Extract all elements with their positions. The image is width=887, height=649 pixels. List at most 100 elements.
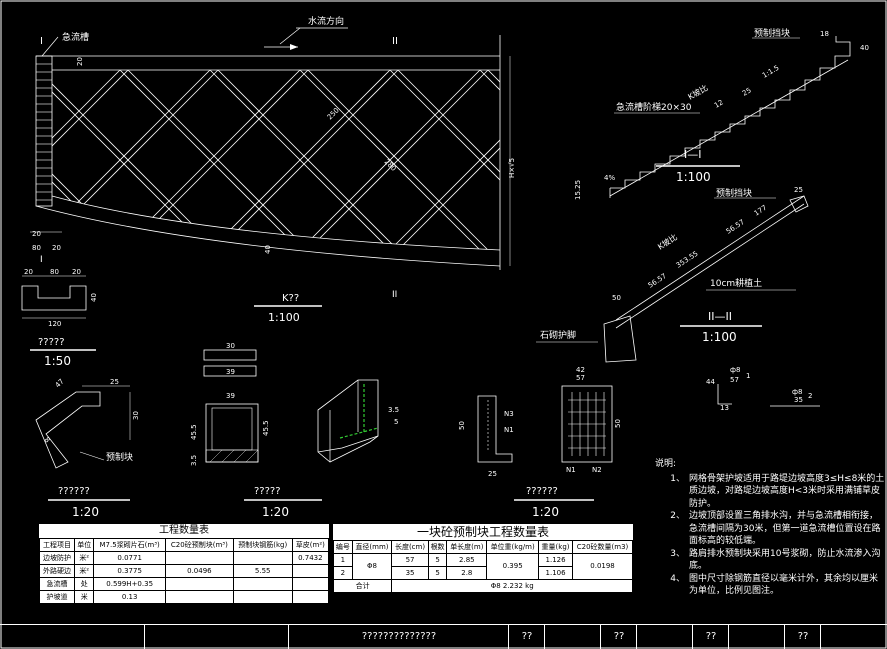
block-detail: 25 30 47 8 预制块 ?????? 1:20 [35, 377, 140, 519]
block-elevation: 30 39 45.5 39 3.5 45.5 ????? 1:20 [190, 342, 322, 519]
elev-dim-35: 3.5 [190, 455, 198, 466]
table-cell: 0.0496 [164, 564, 234, 578]
table-cell [291, 590, 330, 604]
note-item: 3、路肩排水预制块采用10号浆砌，防止水流渗入沟底。 [655, 548, 885, 573]
title-block-label: ?? [600, 625, 637, 649]
table-cell [232, 551, 293, 565]
title-block-cell [820, 625, 887, 649]
rebar-scale: 1:20 [532, 505, 559, 519]
rebar-n1: N1 [504, 426, 514, 434]
table-cell: 5.55 [232, 564, 293, 578]
section1-title: I—I [684, 148, 702, 161]
note-item: 4、图中尺寸除钢筋直径以毫米计外，其余均以厘米为单位，比例见图注。 [655, 573, 885, 598]
table-cell: 边坡防护 [38, 551, 76, 565]
table-header: 根数 [427, 540, 448, 554]
title-block-label: ?? [692, 625, 729, 649]
block-scale: 1:20 [72, 505, 99, 519]
table-cell: 0.0198 [572, 553, 633, 580]
section1-scale: 1:100 [676, 170, 711, 184]
note-item: 2、边坡顶部设置三角排水沟，并与急流槽相衔接，急流槽间隔为30米，但第一道急流槽… [655, 510, 885, 548]
table-cell: 0.7432 [291, 551, 330, 565]
table-cell: 1.126 [538, 553, 574, 567]
note-number: 2、 [670, 511, 685, 521]
table-row: 急流槽 处 0.599H+0.35 [38, 577, 330, 591]
section1-dim-15: 15.25 [574, 180, 582, 200]
table-header: 草皮(m²) [291, 538, 330, 552]
plan-section-mark-left: I [40, 36, 43, 47]
table-cell: 米² [74, 564, 95, 578]
elev-title: ????? [254, 486, 281, 497]
svg-text:N1: N1 [566, 466, 576, 474]
table-cell: 米 [74, 590, 95, 604]
table-cell [164, 590, 234, 604]
title-block-cell [636, 625, 693, 649]
plan-dim-bottom-a: 20 [32, 230, 41, 238]
block-title: ?????? [58, 486, 90, 497]
plan-dim-280: 280 [383, 158, 398, 173]
section1-grade: K坡比 [686, 82, 709, 101]
table-row: 护坡道 米 0.13 [38, 590, 330, 604]
table-cell: 0.599H+0.35 [93, 577, 166, 591]
table-header: C20砼预制块(m³) [164, 538, 234, 552]
plan-section-mark-right: II [392, 36, 398, 47]
section-2: 预制挡块 25 56.57 177 353.55 56.57 K坡比 10cm耕… [536, 186, 809, 363]
precast-table-title: 一块砼预制块工程数量表 [333, 524, 633, 540]
table-cell: 0.395 [486, 553, 540, 580]
table-header-row: 编号 直径(mm) 长度(cm) 根数 单长度(m) 单位重(kg/m) 重量(… [333, 540, 633, 554]
note-text: 网格骨架护坡适用于路堤边坡高度3≤H≤8米的土质边坡，对路堤边坡高度H<3米时采… [689, 473, 885, 509]
section2-dim-d: 177 [753, 204, 769, 218]
section2-title: II—II [708, 310, 732, 323]
section2-stone-label: 石砌护脚 [540, 329, 576, 341]
table-row: 边坡防护 米² 0.0771 0.7432 [38, 551, 330, 565]
bar-mark-4: 44 [706, 378, 715, 386]
section1-step-label: 急流槽阶梯20×30 [616, 101, 692, 113]
plan-dim-40: 40 [264, 245, 272, 254]
table-cell: 2.8 [446, 566, 488, 580]
note-number: 4、 [670, 573, 685, 584]
table-cell [291, 564, 330, 578]
bar-mark-1b: 57 [730, 376, 739, 384]
bar-marks: ф8 57 1 44 13 ф8 35 2 [706, 366, 820, 412]
table-total-value: Φ8 2.232 kg [391, 579, 633, 593]
table-header: 单位重(kg/m) [486, 540, 540, 554]
table-cell: 0.0771 [93, 551, 166, 565]
table-cell: 1.106 [538, 566, 574, 580]
plan-view: I 急流槽 水流方向 II [30, 15, 516, 324]
plan-flow-label: 水流方向 [308, 15, 344, 27]
table-header: M7.5浆砌片石(m³) [93, 538, 166, 552]
table-cell [291, 577, 330, 591]
plan-title: K?? [282, 293, 299, 304]
table-cell: 1 [333, 553, 353, 567]
rebar-title: ?????? [526, 486, 558, 497]
table-cell [164, 577, 234, 591]
precast-block-table: 一块砼预制块工程数量表 编号 直径(mm) 长度(cm) 根数 单长度(m) 单… [332, 524, 633, 593]
section1-slope: 1:1.5 [761, 64, 781, 80]
section-1: 预制挡块 18 40 1:1.5 K坡比 12 25 急流槽阶梯20×30 4%… [574, 27, 869, 200]
chute-scale: 1:50 [44, 354, 71, 368]
note-text: 路肩排水预制块采用10号浆砌，防止水流渗入沟底。 [689, 548, 881, 572]
section1-dim-25: 25 [741, 86, 753, 97]
drawing-name: ?????????????? [288, 625, 509, 649]
elev-dim-45: 45.5 [190, 424, 198, 440]
svg-text:50: 50 [614, 419, 622, 428]
bar-mark-1: ф8 [730, 366, 740, 374]
table-header: 重量(kg) [538, 540, 574, 554]
table-row: 1 Φ8 57 5 2.85 0.395 1.126 0.0198 [333, 553, 633, 580]
block-dim-8: 8 [43, 436, 52, 445]
section2-scale: 1:100 [702, 330, 737, 344]
elev-dim-39: 39 [226, 368, 235, 376]
svg-text:3.5: 3.5 [388, 406, 399, 414]
table-header-row: 工程项目 单位 M7.5浆砌片石(m³) C20砼预制块(m³) 预制块钢筋(k… [38, 538, 330, 552]
rebar-detail: N1 N3 50 57 42 25 N1 N2 50 ?????? 1:20 [458, 366, 622, 519]
table-cell: 2.85 [446, 553, 488, 567]
note-text: 图中尺寸除钢筋直径以毫米计外，其余均以厘米为单位，比例见图注。 [689, 573, 879, 597]
plan-chute-label: 急流槽 [62, 31, 89, 43]
svg-text:II: II [392, 290, 397, 300]
notes-heading: 说明: [655, 459, 677, 469]
section1-dim-18: 18 [820, 30, 829, 38]
chute-title: ????? [38, 337, 65, 348]
table-header: 编号 [333, 540, 353, 554]
plan-dim-h: H×√5 [508, 158, 516, 178]
rebar-dim-57: 57 [576, 374, 585, 382]
table-cell [232, 590, 293, 604]
